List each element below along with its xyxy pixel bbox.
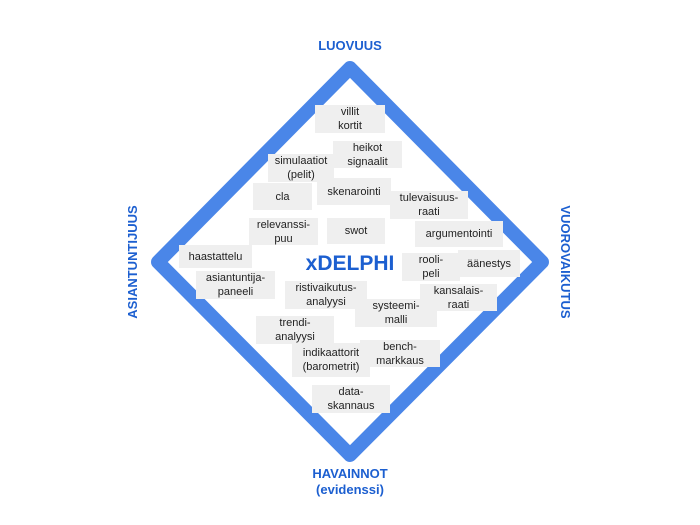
method-cla: cla [253,183,312,210]
axis-label-top: LUOVUUS [318,38,382,53]
method-haastattelu: haastattelu [179,245,252,268]
method-dataskannaus: data- skannaus [312,385,390,413]
method-systeemimalli: systeemi- malli [355,299,437,327]
axis-label-right: VUOROVAIKUTUS [558,205,573,319]
center-label-xdelphi: xDELPHI [305,252,395,275]
axis-label-left: ASIANTUNTIJUUS [125,205,140,319]
method-benchmarkkaus: bench- markkaus [360,340,440,367]
method-roolipeli: rooli- peli [402,253,460,281]
method-asiantuntijapaneeli: asiantuntija- paneeli [196,271,275,299]
axis-label-bottom: HAVAINNOT (evidenssi) [312,466,388,497]
method-skenarointi: skenarointi [317,178,391,205]
method-relevanssipuu: relevanssi- puu [249,218,318,245]
method-argumentointi: argumentointi [415,221,503,247]
method-simulaatiot: simulaatiot (pelit) [268,154,334,182]
method-indikaattorit: indikaattorit (barometrit) [292,343,370,377]
method-heikot-signaalit: heikot signaalit [333,141,402,168]
method-ristivaikutusanalyysi: ristivaikutus- analyysi [285,281,367,309]
method-villit-kortit: villit kortit [315,105,385,133]
method-aanestys: äänestys [458,250,520,277]
method-swot: swot [327,218,385,244]
method-tulevaisuusraati: tulevaisuus- raati [390,191,468,219]
method-trendianalyysi: trendi- analyysi [256,316,334,344]
